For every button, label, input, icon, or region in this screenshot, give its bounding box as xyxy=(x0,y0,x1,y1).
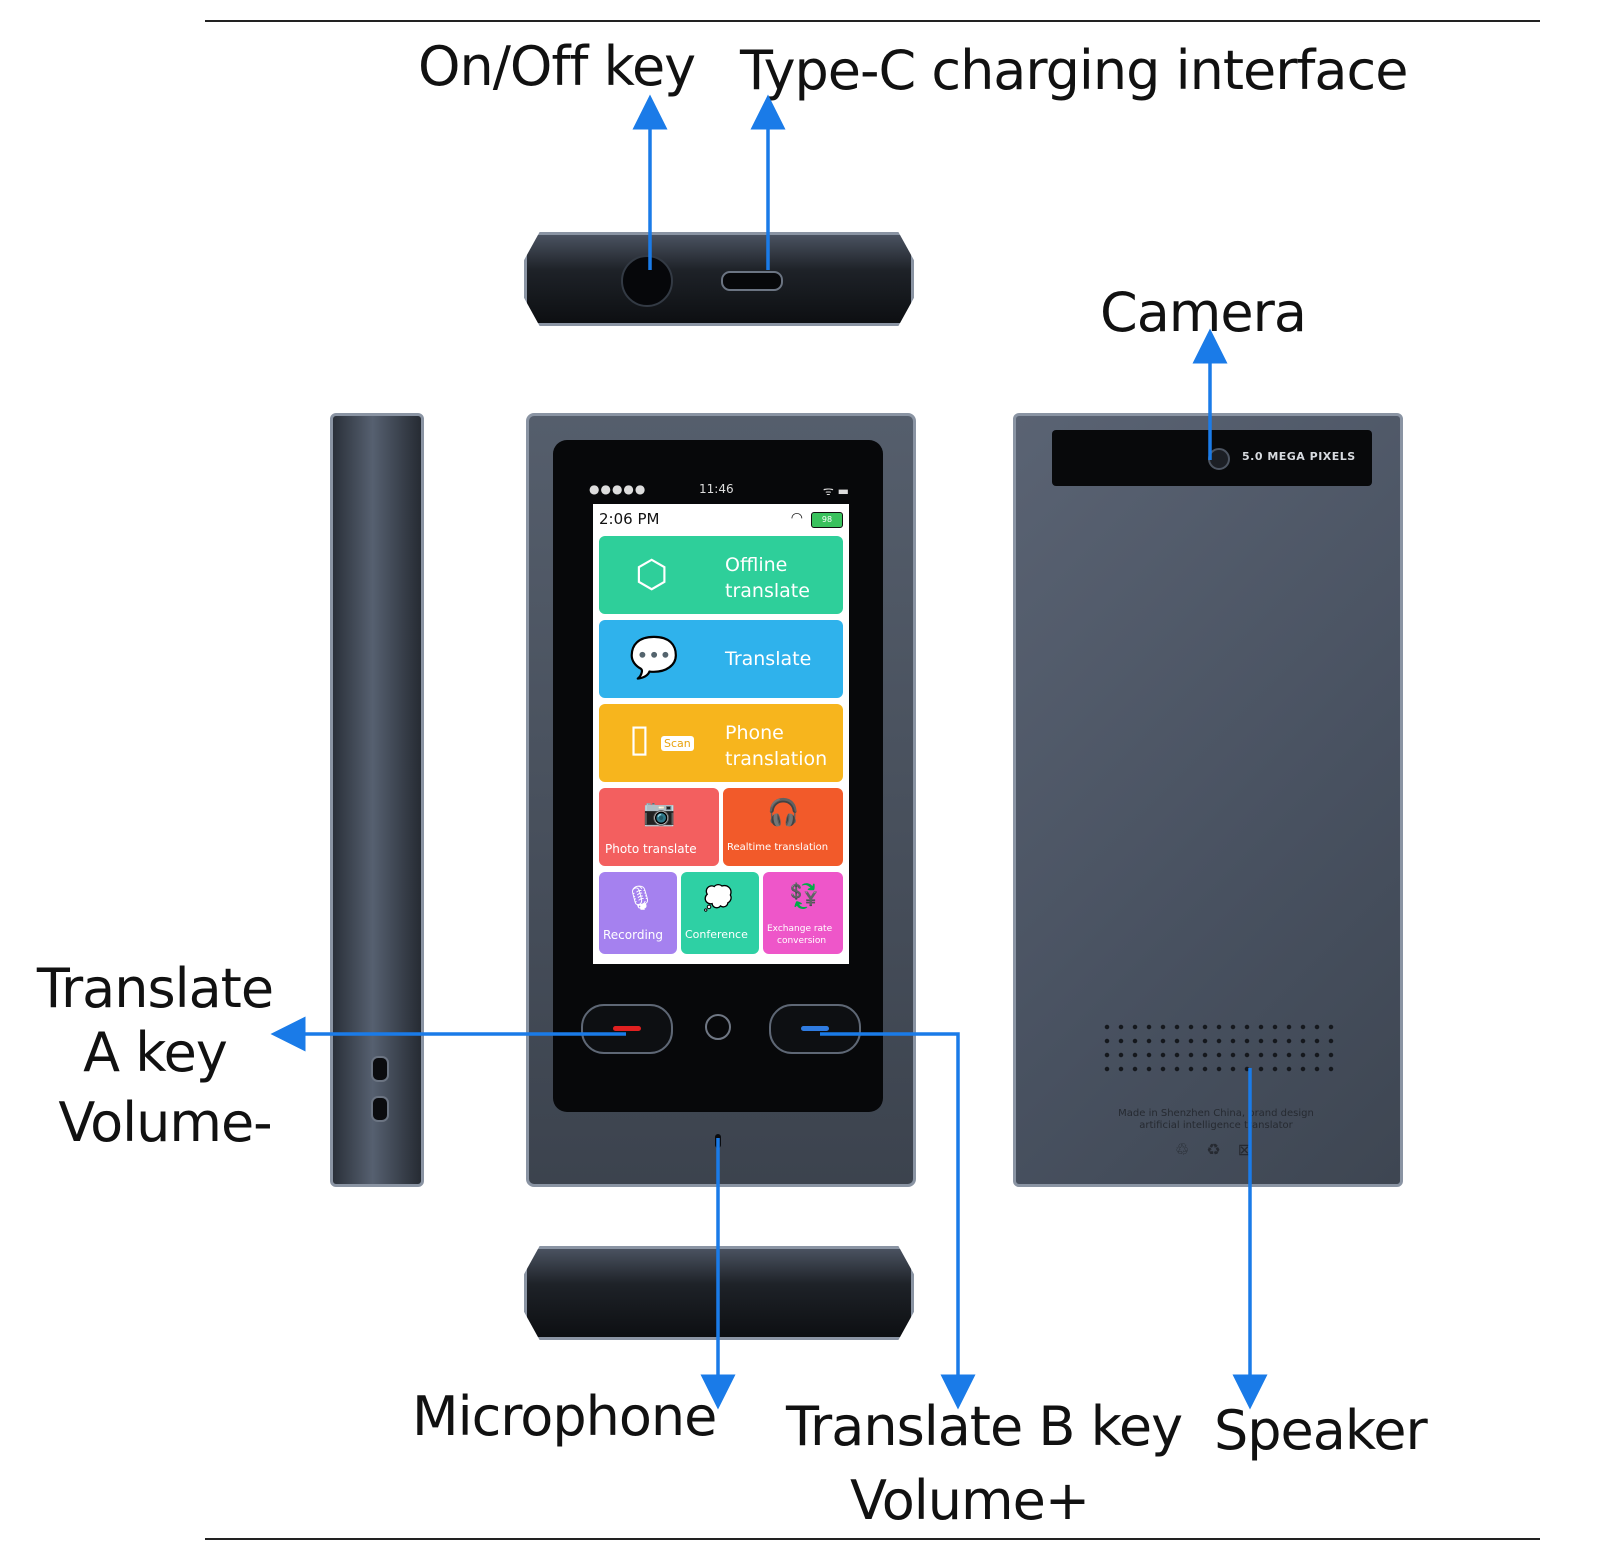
label-speaker: Speaker xyxy=(1214,1399,1428,1462)
label-volume-minus: Volume- xyxy=(58,1091,272,1154)
tile-recording[interactable]: 🎙 Recording xyxy=(599,872,677,954)
signal-dots: ●●●●● xyxy=(589,482,647,496)
tile-realtime-translation[interactable]: 🎧 Realtime translation xyxy=(723,788,843,866)
side-slot-upper xyxy=(371,1056,389,1082)
speaker-grille xyxy=(1100,1020,1336,1076)
tile-exchange-label-1: Exchange rate xyxy=(767,924,833,934)
usb-c-port xyxy=(721,271,783,291)
headset-icon: 🎧 xyxy=(767,798,800,828)
tile-phone-label-1: Phone xyxy=(725,722,784,744)
top-rule xyxy=(205,20,1540,22)
label-typec-interface: Type-C charging interface xyxy=(740,39,1408,102)
label-translate-a-line1: Translate xyxy=(36,957,274,1020)
tile-conference[interactable]: 💭 Conference xyxy=(681,872,759,954)
device-top-edge xyxy=(524,232,914,326)
chat-bubble-icon: 💬 xyxy=(629,635,679,681)
tile-phone-translation[interactable]: ▯ Scan Phone translation xyxy=(599,704,843,782)
tile-translate[interactable]: 💬 Translate xyxy=(599,620,843,698)
home-button[interactable] xyxy=(705,1014,731,1040)
translate-a-key[interactable] xyxy=(581,1004,673,1054)
label-translate-b-key: Translate B key xyxy=(786,1395,1183,1458)
device-back-view: 5.0 MEGA PIXELS Made in Shenzhen China, … xyxy=(1013,413,1403,1187)
tile-photo-translate[interactable]: 📷 Photo translate xyxy=(599,788,719,866)
label-on-off-key: On/Off key xyxy=(418,35,696,98)
made-in-line-1: Made in Shenzhen China, brand design xyxy=(1118,1108,1314,1119)
tile-offline-label-1: Offline xyxy=(725,554,788,576)
side-slot-lower xyxy=(371,1096,389,1122)
screen-bezel: ●●●●● 11:46 ᯤ ▬ 2:06 PM ◠ 98 ⬡ Offline t… xyxy=(553,440,883,1112)
translate-b-key[interactable] xyxy=(769,1004,861,1054)
megapixels-text: 5.0 MEGA PIXELS xyxy=(1242,450,1356,463)
device-front-view: ●●●●● 11:46 ᯤ ▬ 2:06 PM ◠ 98 ⬡ Offline t… xyxy=(526,413,916,1187)
conference-icon: 💭 xyxy=(703,884,733,912)
bottom-rule xyxy=(205,1538,1540,1540)
scan-phone-icon: ▯ xyxy=(629,716,650,760)
tile-offline-label-2: translate xyxy=(725,580,810,602)
camera-strip: 5.0 MEGA PIXELS xyxy=(1052,430,1372,486)
tile-conference-label: Conference xyxy=(685,928,748,941)
scan-icon-text: Scan xyxy=(661,736,694,751)
status-time: 11:46 xyxy=(699,482,734,496)
made-in-line-2: artificial intelligence translator xyxy=(1139,1120,1293,1131)
power-button xyxy=(621,255,673,307)
mic-icon: 🎙 xyxy=(625,884,656,912)
wifi-icon: ◠ xyxy=(790,510,803,526)
battery-icon: 98 xyxy=(811,512,843,528)
tile-photo-label: Photo translate xyxy=(605,842,697,856)
screen-clock: 2:06 PM xyxy=(599,510,660,528)
exchange-icon: 💱 xyxy=(789,882,819,910)
tile-offline-translate[interactable]: ⬡ Offline translate xyxy=(599,536,843,614)
device-side-view xyxy=(330,413,424,1187)
label-volume-plus: Volume+ xyxy=(850,1469,1090,1532)
label-microphone: Microphone xyxy=(412,1385,717,1448)
tile-exchange-rate[interactable]: 💱 Exchange rate conversion xyxy=(763,872,843,954)
app-screen: 2:06 PM ◠ 98 ⬡ Offline translate 💬 Trans… xyxy=(593,504,849,964)
tile-phone-label-2: translation xyxy=(725,748,828,770)
tile-translate-label: Translate xyxy=(725,648,812,670)
arrow-translate-b xyxy=(820,1032,976,1410)
label-translate-a-line2: A key xyxy=(83,1021,228,1084)
certification-marks: ♲ ♻ ⊠ xyxy=(1174,1140,1258,1159)
offline-box-icon: ⬡ xyxy=(635,552,669,596)
made-in-text: Made in Shenzhen China, brand design art… xyxy=(1076,1108,1356,1132)
tile-realtime-label: Realtime translation xyxy=(727,842,829,853)
camera-icon: 📷 xyxy=(643,798,676,828)
status-icons: ᯤ ▬ xyxy=(822,484,849,498)
tile-recording-label: Recording xyxy=(603,928,664,942)
tile-exchange-label-2: conversion xyxy=(777,936,827,946)
